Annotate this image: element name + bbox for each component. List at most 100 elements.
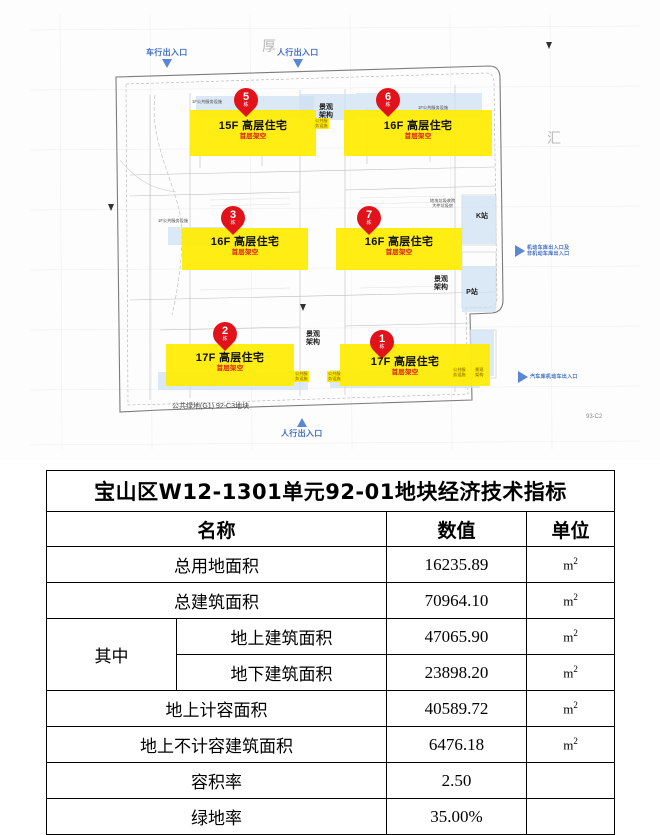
entrance-label: 人行出入口 — [277, 48, 319, 57]
building-label-7: 16F 高层住宅 首层架空 — [336, 236, 462, 256]
building-pin-2[interactable]: 2 栋 — [208, 317, 242, 351]
facility-label-landscape-north: 景观 架构 — [319, 104, 333, 120]
entrance-vehicle-north: 车行出入口 — [146, 47, 188, 68]
arrow-right-icon — [515, 245, 525, 258]
yellow-tag-landscape: 景观 架构 — [474, 367, 485, 378]
facility-label-landscape-east: 景观 架构 — [434, 276, 448, 292]
site-plan-linework — [29, 13, 641, 451]
table-row: 容积率 2.50 — [46, 762, 616, 799]
yellow-tag-public-service-3: 公共服 务设施 — [327, 371, 342, 382]
entrance-label: 车行出入口 — [146, 48, 188, 57]
row-name: 地上不计容建筑面积 — [46, 726, 387, 763]
yellow-tag-public-service-4: 公共服 务设施 — [452, 367, 467, 378]
building-label-6: 16F 高层住宅 首层架空 — [344, 120, 492, 140]
table-row: 绿地率 35.00% — [46, 798, 616, 835]
indicator-table-container: 宝山区W12-1301单元92-01地块经济技术指标 名称 数值 单位 总用地面… — [45, 470, 616, 835]
north-marker: 厚 — [262, 38, 276, 54]
arrow-up-icon — [296, 418, 307, 427]
table-row: 地上不计容建筑面积 6476.18 m2 — [46, 726, 616, 763]
table-row: 地下建筑面积 23898.20 m2 — [47, 654, 616, 691]
building-label-main: 16F 高层住宅 — [383, 120, 453, 132]
row-unit: m2 — [525, 546, 616, 583]
ancillary-block-k-station — [462, 196, 496, 244]
row-name: 地上建筑面积 — [176, 618, 387, 655]
row-value: 2.50 — [386, 762, 527, 799]
building-slab-6 — [344, 110, 492, 156]
building-pin-unit: 栋 — [222, 336, 228, 343]
east-marker: 汇 — [547, 130, 561, 146]
row-name: 容积率 — [46, 762, 387, 799]
small-label-public-service-5: 1F公共服务设施 — [192, 99, 223, 104]
building-label-note: 首层架空 — [231, 249, 259, 257]
row-unit: m2 — [525, 690, 616, 727]
entrance-east-vehicle: 汽车库机动车出入口 — [518, 371, 578, 383]
building-slab-7 — [336, 228, 462, 270]
building-label-1: 17F 高层住宅 首层架空 — [340, 356, 470, 376]
building-label-5: 15F 高层住宅 首层架空 — [190, 120, 316, 140]
arrow-down-icon — [292, 59, 303, 68]
row-unit: m2 — [525, 618, 616, 655]
table-row: 其中 地上建筑面积 47065.90 m2 — [46, 618, 616, 691]
row-value: 47065.90 — [386, 618, 527, 655]
row-value: 70964.10 — [386, 582, 527, 619]
table-title-row: 宝山区W12-1301单元92-01地块经济技术指标 — [45, 470, 616, 512]
row-name: 总建筑面积 — [46, 582, 387, 619]
entrance-label: 机动车库出入口及 非机动车库出入口 — [527, 245, 570, 258]
yellow-tag-public-service-2: 公共服 务设施 — [294, 371, 309, 382]
header-value: 数值 — [386, 511, 527, 547]
row-value: 35.00% — [386, 798, 527, 835]
table-row: 地上计容面积 40589.72 m2 — [46, 690, 616, 727]
building-label-main: 16F 高层住宅 — [364, 236, 434, 248]
small-label-waste-station: 地块垃圾收院 大件垃圾房 — [430, 198, 456, 209]
entrance-pedestrian-south: 人行出入口 — [281, 418, 323, 439]
table-header-row: 名称 数值 单位 — [46, 511, 616, 547]
parcel-ref-bottom-right: 93-C2 — [586, 414, 603, 420]
table-row: 总用地面积 16235.89 m2 — [46, 546, 616, 583]
entrance-pedestrian-north: 人行出入口 — [277, 47, 319, 68]
building-pin-3[interactable]: 3 栋 — [216, 201, 250, 235]
row-unit: m2 — [525, 582, 616, 619]
row-value: 6476.18 — [386, 726, 527, 763]
small-label-public-service-6: 1F公共服务设施 — [418, 105, 449, 110]
building-label-note: 首层架空 — [385, 249, 413, 257]
building-label-main: 17F 高层住宅 — [195, 352, 265, 364]
entrance-label: 汽车库机动车出入口 — [530, 373, 578, 380]
row-unit — [525, 762, 616, 799]
arrow-down-icon — [161, 59, 172, 68]
building-label-note: 首层架空 — [216, 365, 244, 373]
small-label-public-service-3: 1F公共服务设施 — [158, 218, 189, 223]
building-pin-unit: 栋 — [385, 102, 391, 109]
building-pin-unit: 栋 — [230, 220, 236, 227]
building-slab-2 — [166, 344, 294, 386]
row-unit: m2 — [525, 654, 616, 691]
building-pin-unit: 栋 — [379, 344, 385, 351]
row-name: 绿地率 — [46, 798, 387, 835]
row-name: 地下建筑面积 — [176, 654, 387, 691]
building-label-note: 首层架空 — [404, 133, 432, 141]
building-label-2: 17F 高层住宅 首层架空 — [166, 352, 294, 372]
row-unit: m2 — [525, 726, 616, 763]
building-label-main: 16F 高层住宅 — [210, 236, 280, 248]
ancillary-block-p-station — [462, 266, 496, 312]
facility-label-landscape-south: 景观 架构 — [306, 331, 320, 347]
facility-label-k-station: K站 — [475, 213, 489, 220]
building-pin-5[interactable]: 5 栋 — [229, 83, 263, 117]
yellow-tag-public-service-1: 公共服 务设施 — [314, 118, 329, 129]
row-value: 23898.20 — [386, 654, 527, 691]
facility-label-p-station: P站 — [466, 289, 478, 296]
row-name: 地上计容面积 — [46, 690, 387, 727]
row-name: 总用地面积 — [46, 546, 387, 583]
table-row: 总建筑面积 70964.10 m2 — [46, 582, 616, 619]
economic-indicator-table: 宝山区W12-1301单元92-01地块经济技术指标 名称 数值 单位 总用地面… — [45, 470, 616, 835]
building-slab-3 — [182, 228, 308, 270]
entrance-label: 人行出入口 — [281, 429, 323, 438]
building-label-note: 首层架空 — [391, 369, 419, 377]
row-value: 16235.89 — [386, 546, 527, 583]
building-label-main: 15F 高层住宅 — [218, 120, 288, 132]
building-pin-1[interactable]: 1 栋 — [365, 325, 399, 359]
building-pin-6[interactable]: 6 栋 — [371, 83, 405, 117]
building-pin-7[interactable]: 7 栋 — [352, 201, 386, 235]
building-pin-unit: 栋 — [243, 102, 249, 109]
table-title: 宝山区W12-1301单元92-01地块经济技术指标 — [45, 470, 616, 512]
green-land-label: 公共绿地(G1) 92-C3地块 — [172, 403, 250, 410]
